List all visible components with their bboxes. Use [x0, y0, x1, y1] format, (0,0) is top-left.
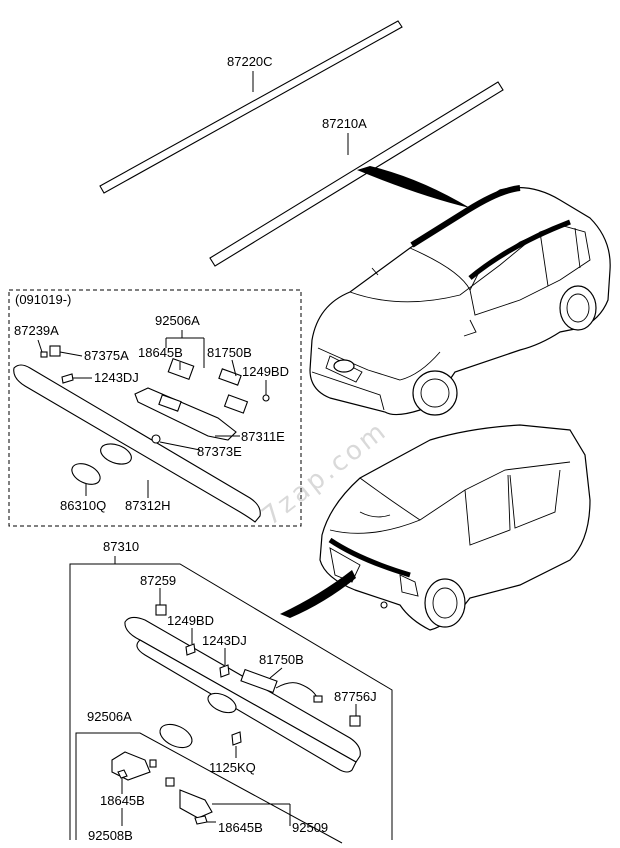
- label-87373e: 87373E: [197, 444, 242, 459]
- label-87220c: 87220C: [227, 54, 273, 69]
- leaders-lower: [121, 588, 357, 826]
- label-92506a-bot: 92506A: [87, 709, 132, 724]
- trim-garnish-87312h: [13, 364, 261, 523]
- label-87239a: 87239A: [14, 323, 59, 338]
- label-1249bd-top: 1249BD: [242, 364, 289, 379]
- car-front-view: [309, 185, 611, 416]
- label-18645b-bot1: 18645B: [100, 793, 145, 808]
- part-87375a: [49, 345, 61, 357]
- label-87312h: 87312H: [125, 498, 171, 513]
- car-rear-view: [319, 424, 591, 631]
- part-1249bd-bot: [185, 643, 196, 656]
- part-87239a: [40, 351, 48, 358]
- version-note: (091019-): [15, 292, 71, 307]
- label-18645b-top: 18645B: [138, 345, 183, 360]
- label-92509: 92509: [292, 820, 328, 835]
- sub-box-92506a: [75, 732, 343, 844]
- part-92509-lamp: [179, 789, 213, 825]
- label-1243dj-top: 1243DJ: [94, 370, 139, 385]
- label-92508b: 92508B: [88, 828, 133, 843]
- part-81750b-bot: [240, 668, 323, 703]
- label-87210a: 87210A: [322, 116, 367, 131]
- label-87259: 87259: [140, 573, 176, 588]
- label-87375a: 87375A: [84, 348, 129, 363]
- assembly-box-87310: [69, 563, 393, 840]
- roof-molding-87210a: [209, 81, 504, 267]
- part-87756j: [349, 715, 361, 727]
- label-92506a-top: 92506A: [155, 313, 200, 328]
- label-1249bd-bot: 1249BD: [167, 613, 214, 628]
- label-1243dj-bot: 1243DJ: [202, 633, 247, 648]
- label-87756j: 87756J: [334, 689, 377, 704]
- part-87259: [155, 604, 167, 616]
- emblem-lower: [159, 723, 193, 749]
- roof-molding-87220c: [99, 20, 403, 194]
- part-1125kq: [231, 731, 242, 746]
- pointer-wedge-rear: [280, 570, 356, 618]
- trim-garnish-lower: [124, 616, 361, 773]
- label-1125kq: 1125KQ: [209, 760, 256, 775]
- part-87373e: [151, 434, 161, 444]
- part-92506a-handle: [111, 751, 157, 781]
- part-1243dj-bot: [219, 664, 230, 678]
- label-81750b-bot: 81750B: [259, 652, 304, 667]
- part-1243dj-top: [61, 373, 74, 384]
- part-18645b-bulb: [165, 777, 175, 787]
- label-87311e: 87311E: [241, 429, 285, 444]
- label-87310: 87310: [103, 539, 139, 554]
- version-box: [8, 289, 302, 527]
- label-18645b-bot2: 18645B: [218, 820, 263, 835]
- leaders-upper: [37, 330, 267, 498]
- label-86310q: 86310Q: [60, 498, 106, 513]
- pointer-wedge-roof: [357, 166, 470, 208]
- label-81750b-top: 81750B: [207, 345, 252, 360]
